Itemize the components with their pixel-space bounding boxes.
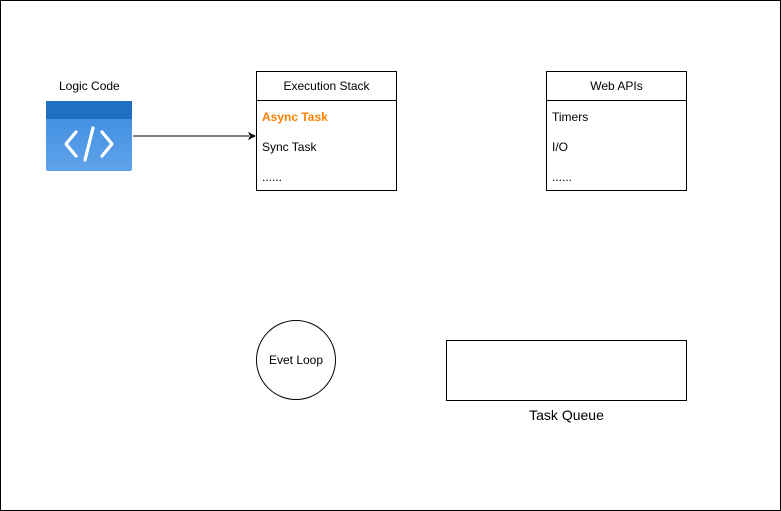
web-apis-ellipsis: ...... — [552, 170, 573, 184]
execution-stack-ellipsis: ...... — [262, 170, 283, 184]
web-apis-title: Web APIs — [547, 72, 686, 101]
task-queue-label: Task Queue — [529, 407, 604, 423]
task-queue-box — [446, 340, 687, 401]
execution-stack-title: Execution Stack — [257, 72, 396, 101]
logic-code-label: Logic Code — [59, 79, 120, 93]
event-loop-label: Evet Loop — [268, 353, 324, 367]
web-apis-box: Web APIs Timers I/O ...... — [546, 71, 687, 191]
io-item: I/O — [552, 140, 569, 154]
execution-stack-box: Execution Stack Async Task Sync Task ...… — [256, 71, 397, 191]
sync-task-item: Sync Task — [262, 140, 317, 154]
code-icon — [46, 101, 132, 171]
async-task-item: Async Task — [262, 110, 328, 124]
timers-item: Timers — [552, 110, 589, 124]
event-loop-circle: Evet Loop — [256, 320, 336, 400]
